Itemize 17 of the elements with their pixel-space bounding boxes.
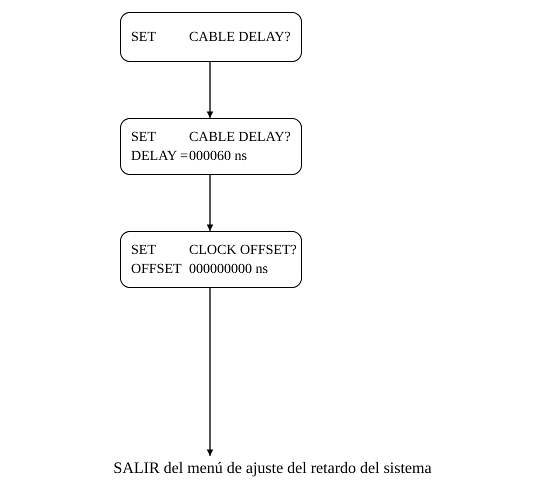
display-text: SET	[131, 242, 157, 260]
display-text: 000000000 ns	[189, 260, 269, 278]
display-text: SET	[131, 128, 157, 146]
display-text: SET	[131, 28, 157, 46]
display-text: CLOCK OFFSET?	[189, 242, 298, 260]
display-box	[120, 231, 302, 288]
exit-text: SALIR del menú de ajuste del retardo del sistema	[113, 459, 432, 479]
display-text: CABLE DELAY?	[189, 28, 292, 46]
display-text: OFFSET	[131, 260, 183, 278]
display-box	[120, 12, 302, 62]
display-text: 000060 ns	[189, 148, 248, 166]
arrow	[206, 62, 214, 118]
display-text: CABLE DELAY?	[189, 128, 292, 146]
arrow	[206, 288, 214, 456]
display-box	[120, 118, 302, 175]
display-text: DELAY =	[131, 148, 189, 166]
arrow	[206, 175, 214, 231]
